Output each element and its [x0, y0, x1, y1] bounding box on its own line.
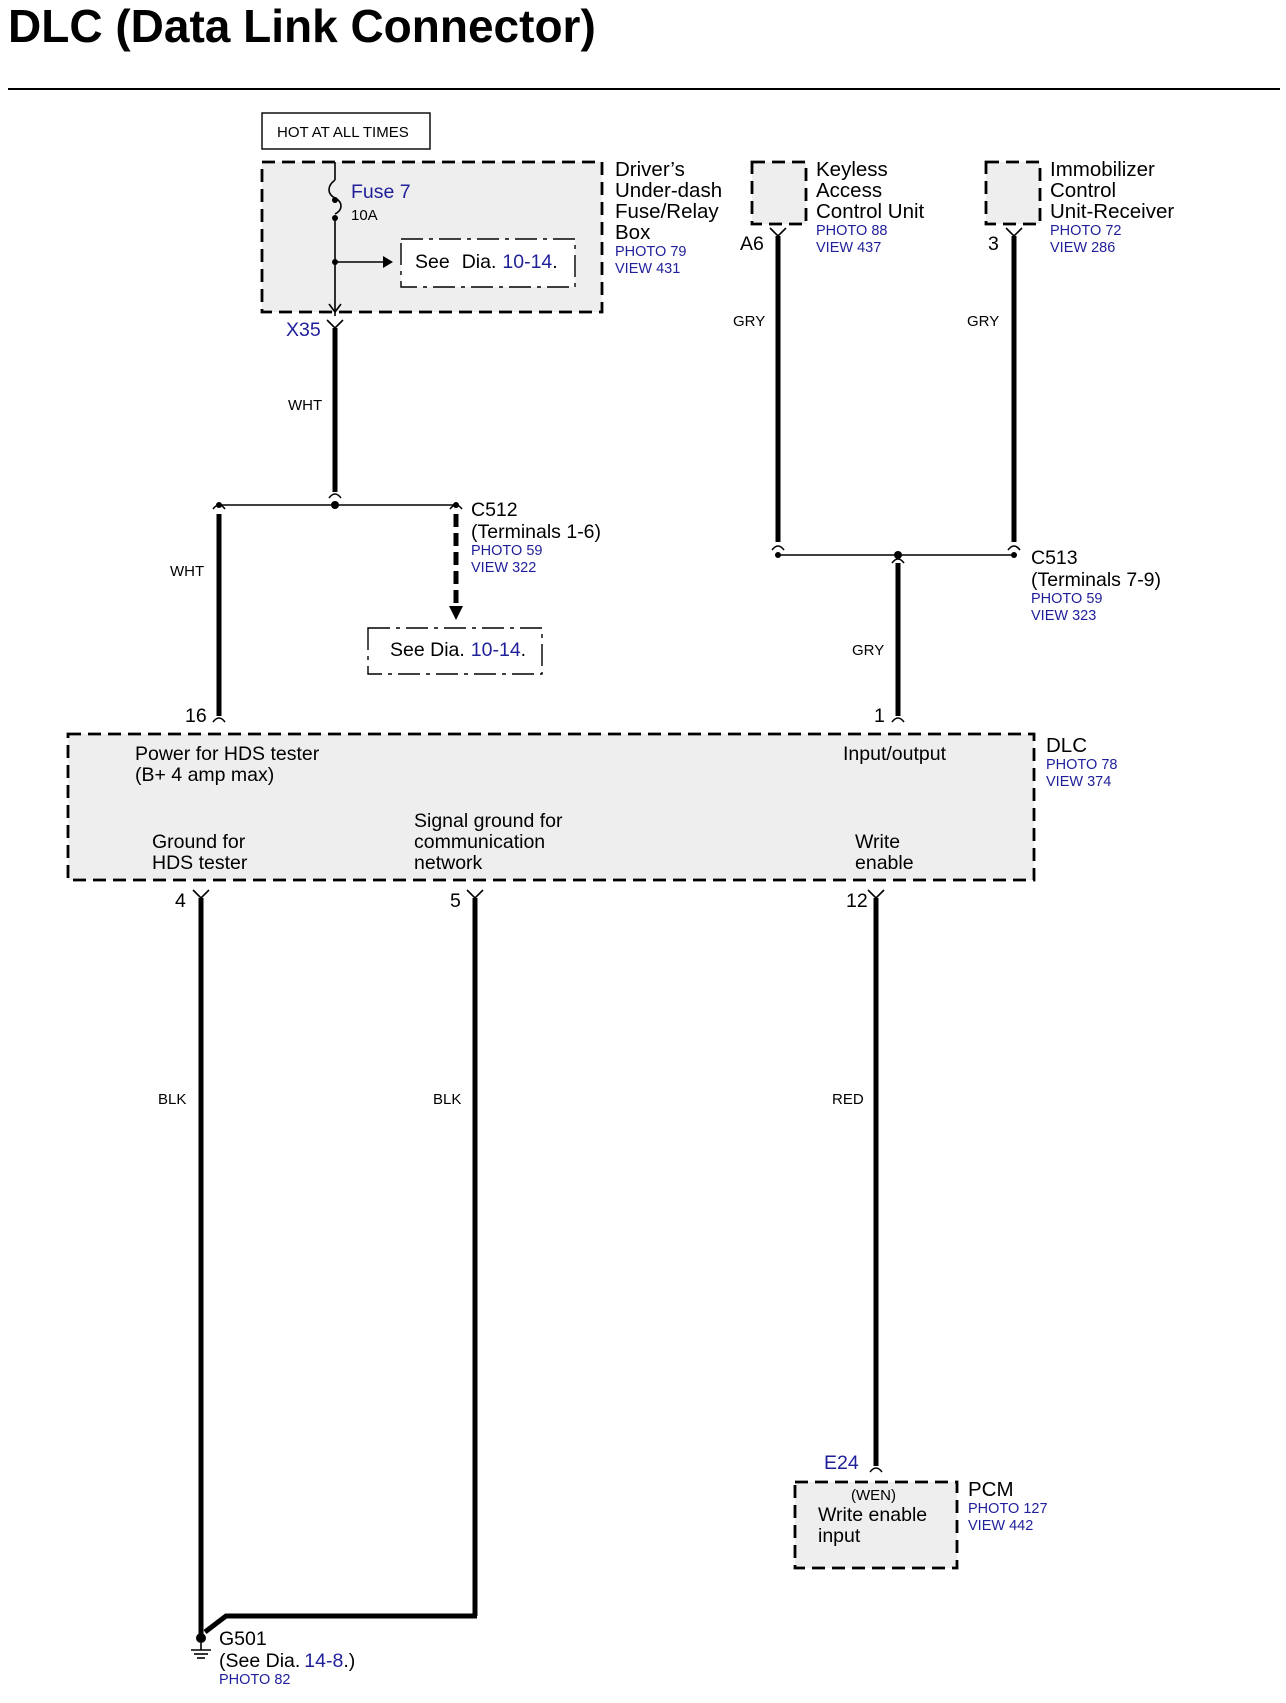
pin1-wire: [891, 558, 905, 723]
pin5-wire-color: BLK: [433, 1091, 461, 1108]
g501-name: G501: [219, 1628, 267, 1650]
dlc-io-label: Input/output: [843, 743, 947, 765]
immobilizer-terminal: 3: [988, 233, 999, 255]
pcm-terminal: E24: [824, 1452, 859, 1474]
c513-view: VIEW 323: [1031, 608, 1096, 624]
dlc-pin1-label: 1: [874, 705, 885, 727]
immobilizer-wire-color: GRY: [967, 313, 999, 330]
dlc-photo: PHOTO 78: [1046, 757, 1117, 773]
keyless-photo: PHOTO 88: [816, 223, 887, 239]
c512-see-dia: See Dia.10-14.: [390, 639, 526, 661]
fuse-7-symbol: [328, 162, 393, 316]
pin1-wire-color: GRY: [852, 642, 884, 659]
c512-terminals: (Terminals 1-6): [471, 521, 601, 543]
immobilizer-name: Immobilizer Control Unit-Receiver: [1050, 158, 1174, 223]
keyless-wire: [769, 227, 787, 558]
fuse-box-view: VIEW 431: [615, 261, 680, 277]
arrow-right-icon: [383, 256, 393, 268]
fuse-see-dia-box: [400, 238, 576, 288]
c512-see-dia-box: [367, 627, 543, 675]
fuse-7-rating: 10A: [351, 207, 378, 224]
pcm-name: PCM: [968, 1478, 1014, 1501]
dlc-pin12-label: 12: [846, 890, 868, 912]
c513-terminals: (Terminals 7-9): [1031, 569, 1161, 591]
dlc-write-enable-label: Write enable: [855, 831, 914, 874]
hot-at-all-times-box: [261, 112, 431, 150]
fuse-box-name: Driver’s Under-dash Fuse/Relay Box: [615, 158, 728, 244]
fuse-relay-box: [260, 160, 604, 314]
pin16-upper-termination: [212, 502, 226, 510]
dlc-pin16-label: 16: [185, 705, 207, 727]
dlc-power-label: Power for HDS tester (B+ 4 amp max): [135, 743, 325, 786]
c513-photo: PHOTO 59: [1031, 591, 1102, 607]
arrow-down-icon: [449, 606, 463, 620]
pin16-wire-color: WHT: [170, 563, 204, 580]
pin12-wire-color: RED: [832, 1091, 864, 1108]
immobilizer-view: VIEW 286: [1050, 240, 1115, 256]
immobilizer-wire: [1005, 227, 1023, 558]
fuse-7-label: Fuse 7: [351, 181, 411, 203]
c513-name: C513: [1031, 547, 1078, 569]
pin12-wire: [867, 889, 885, 1473]
pin5-wire: [203, 889, 484, 1634]
keyless-terminal: A6: [740, 233, 764, 255]
c512-view: VIEW 322: [471, 560, 536, 576]
dlc-view: VIEW 374: [1046, 774, 1111, 790]
keyless-view: VIEW 437: [816, 240, 881, 256]
pcm-view: VIEW 442: [968, 1518, 1033, 1534]
c512-photo: PHOTO 59: [471, 543, 542, 559]
c512-name: C512: [471, 499, 518, 521]
fuse-box-photo: PHOTO 79: [615, 244, 686, 260]
pcm-input-label: Write enable input: [818, 1504, 933, 1547]
g501-photo: PHOTO 82: [219, 1672, 290, 1688]
dlc-pin5-label: 5: [450, 890, 461, 912]
dlc-name: DLC: [1046, 734, 1087, 757]
pin4-wire-color: BLK: [158, 1091, 186, 1108]
hot-at-all-times-label: HOT AT ALL TIMES: [277, 124, 409, 141]
dlc-box: [66, 732, 1036, 882]
ground-icon: [191, 1633, 211, 1659]
x35-connector-label: X35: [286, 319, 321, 341]
dlc-pin4-label: 4: [175, 890, 186, 912]
pcm-photo: PHOTO 127: [968, 1501, 1048, 1517]
x35-wire: [326, 319, 344, 499]
pcm-wen-label: (WEN): [851, 1487, 896, 1504]
dlc-ground-label: Ground for HDS tester: [152, 831, 251, 874]
x35-wire-color: WHT: [288, 397, 322, 414]
immobilizer-photo: PHOTO 72: [1050, 223, 1121, 239]
g501-see-dia: (See Dia.14-8.): [219, 1650, 355, 1672]
pin4-wire: [192, 889, 210, 1634]
pin16-termination: [212, 717, 226, 723]
gry-splice-dot: [894, 551, 902, 559]
page-title: DLC (Data Link Connector): [8, 0, 596, 52]
pcm-box: [793, 1480, 959, 1570]
wht-splice-dot: [331, 501, 339, 509]
immobilizer-box: [984, 160, 1042, 226]
keyless-name: Keyless Access Control Unit: [816, 158, 925, 223]
keyless-wire-color: GRY: [733, 313, 765, 330]
c512-termination: [449, 502, 463, 510]
dlc-signal-ground-label: Signal ground for communication network: [414, 810, 568, 874]
keyless-access-box: [750, 160, 808, 226]
